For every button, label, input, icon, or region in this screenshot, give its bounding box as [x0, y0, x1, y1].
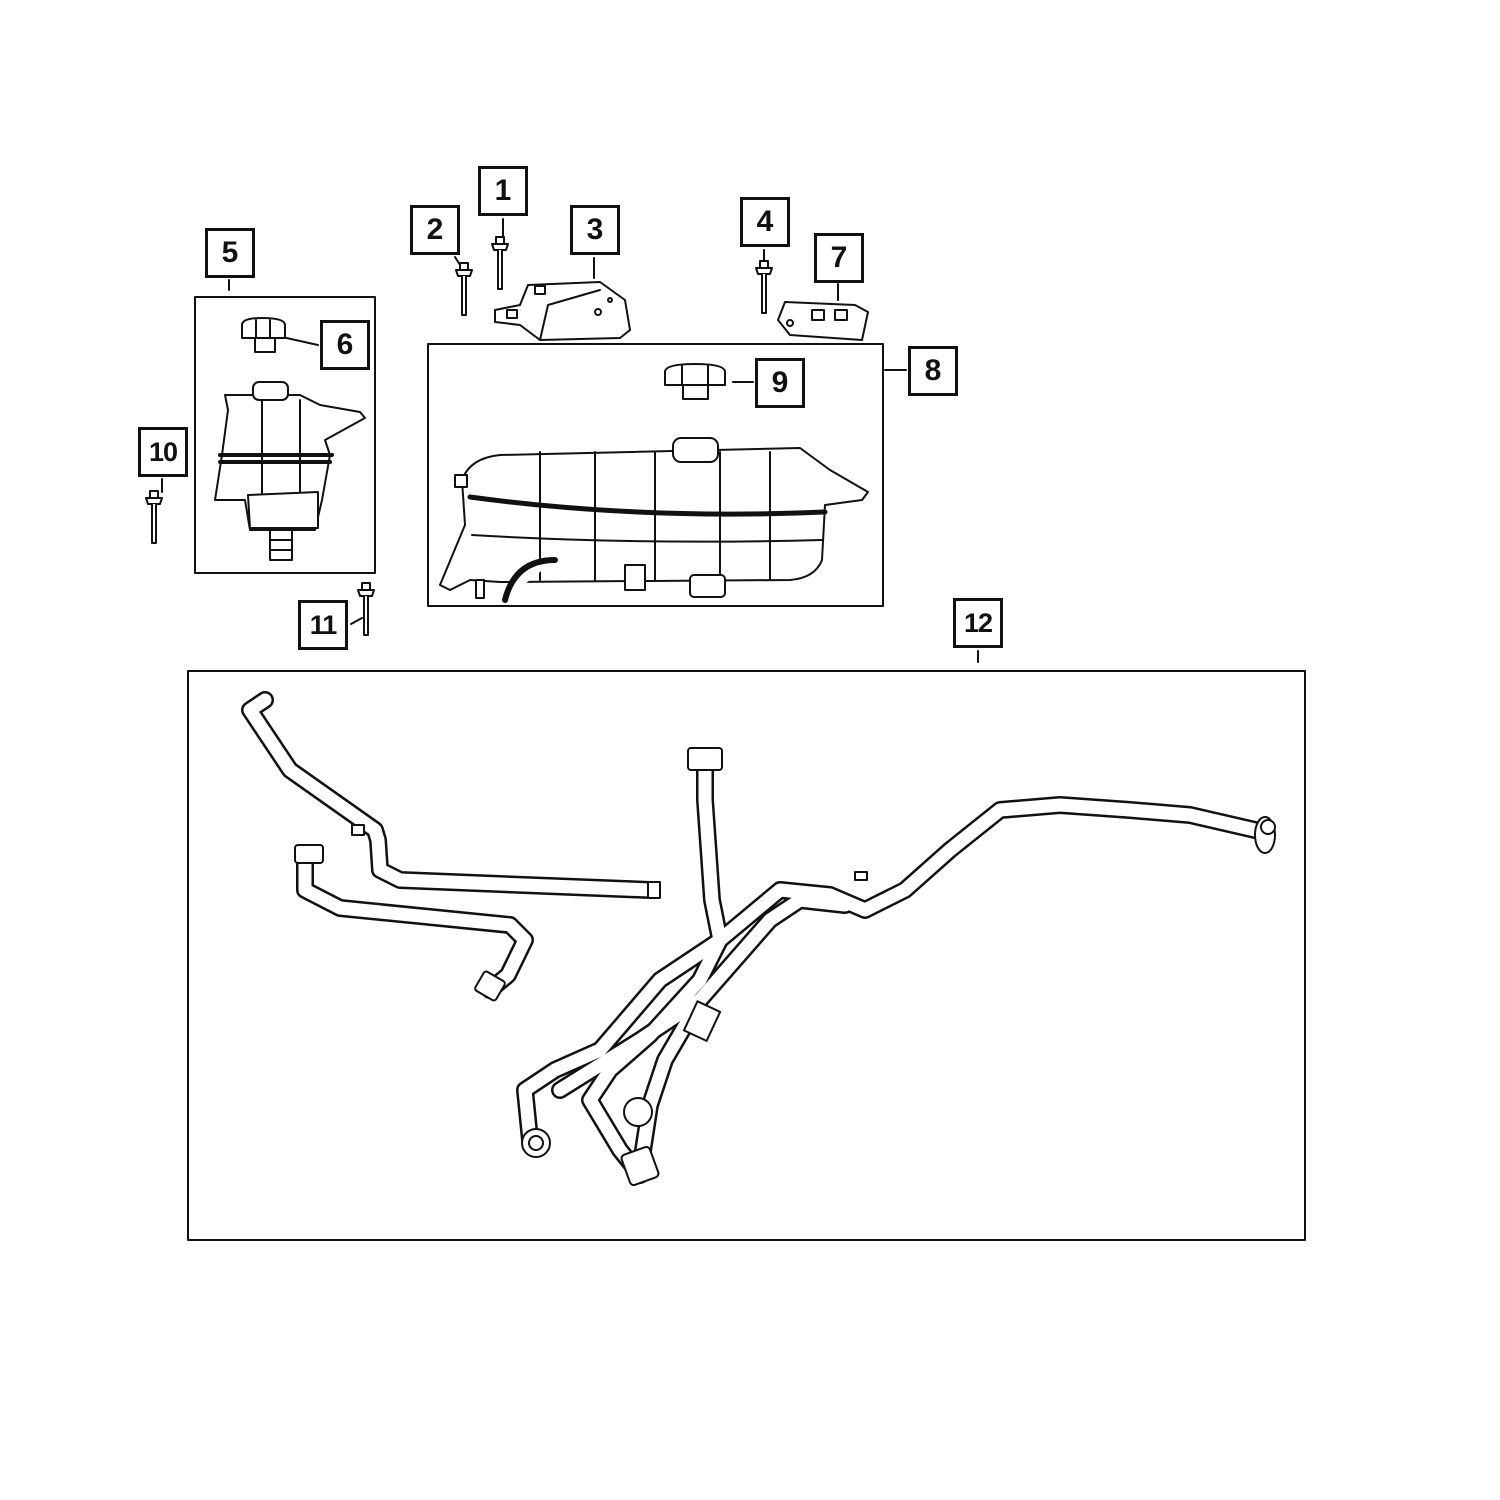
group-frame-5	[194, 296, 376, 574]
callout-10[interactable]: 10	[138, 427, 188, 477]
callout-11[interactable]: 11	[298, 600, 348, 650]
leader-lines	[161, 218, 979, 663]
bolt-4-icon	[755, 260, 773, 314]
callout-9[interactable]: 9	[755, 358, 805, 408]
bolt-1-icon	[491, 236, 509, 290]
bolt-10-icon	[145, 490, 163, 544]
callout-12[interactable]: 12	[953, 598, 1003, 648]
callout-2[interactable]: 2	[410, 205, 460, 255]
cap-9-icon	[664, 363, 726, 400]
group-frame-12	[187, 670, 1306, 1241]
callout-1[interactable]: 1	[478, 166, 528, 216]
callout-5[interactable]: 5	[205, 228, 255, 278]
callout-3[interactable]: 3	[570, 205, 620, 255]
callout-8[interactable]: 8	[908, 346, 958, 396]
bracket-7-icon	[777, 301, 869, 341]
bracket-3-icon	[494, 281, 631, 341]
callout-6[interactable]: 6	[320, 320, 370, 370]
bolt-11-icon	[357, 582, 375, 636]
callout-7[interactable]: 7	[814, 233, 864, 283]
small-coolant-tank-icon	[214, 381, 366, 561]
bolt-2-icon	[455, 262, 473, 316]
group-frame-8	[427, 343, 884, 607]
callout-4[interactable]: 4	[740, 197, 790, 247]
cap-6-icon	[241, 317, 286, 353]
large-coolant-tank-icon	[439, 437, 869, 603]
hose-assembly-icon	[241, 691, 1276, 1187]
